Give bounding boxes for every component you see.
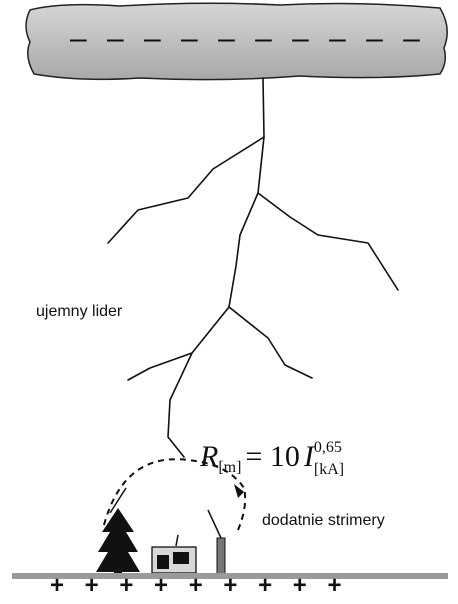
formula-equals: = 10 <box>245 440 299 473</box>
ground-positive-charges: + + + + + + + + + <box>50 572 380 600</box>
formula-R: R <box>200 440 218 473</box>
cloud-negative-charges: – – – – – – – – – – <box>70 22 420 56</box>
mast-icon <box>208 510 225 574</box>
house-icon <box>152 535 196 573</box>
radius-formula: R[m] = 10 I0,65[kA] <box>200 440 344 474</box>
leader-label: ujemny lider <box>36 303 122 321</box>
formula-exponent: 0,65 <box>314 439 342 456</box>
formula-I-unit: [kA] <box>314 461 344 478</box>
streamers-label: dodatnie strimery <box>262 512 385 530</box>
formula-R-unit: [m] <box>218 459 241 476</box>
lightning-leader <box>108 78 398 457</box>
formula-I: I <box>304 440 314 473</box>
tree-icon <box>96 508 140 574</box>
